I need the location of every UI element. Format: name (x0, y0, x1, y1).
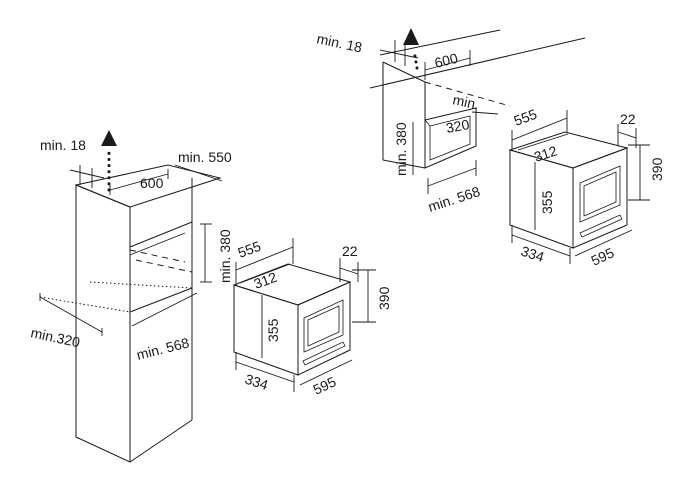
cabinet-top (74, 164, 222, 208)
right-app-side: 334 (519, 243, 546, 266)
left-niche-width: min. 568 (135, 334, 191, 363)
left-app-width: 595 (311, 373, 339, 397)
vent-arrow-icon (101, 130, 117, 146)
right-cabinet-niche (424, 107, 477, 169)
left-app-inner-depth: 312 (252, 269, 280, 292)
left-niche-depth: min.320 (29, 324, 81, 350)
right-app-front: 22 (620, 111, 636, 127)
appliance-top (232, 263, 352, 306)
right-niche-depth: 320 (445, 116, 471, 136)
appliance-front (297, 281, 351, 376)
right-appliance-handle (579, 214, 623, 238)
right-app-inner-depth: 312 (532, 142, 559, 165)
cabinet-front (75, 184, 131, 463)
right-vent-arrow-stem (412, 48, 419, 70)
right-niche-height: min. 380 (393, 122, 409, 176)
appliance-handle (302, 341, 346, 366)
right-wall-cabinet: min. 18 600 min. 320 min. 380 min. 568 (315, 28, 586, 215)
left-appliance: 555 312 22 390 355 334 595 (232, 238, 392, 398)
right-appliance-top (508, 131, 629, 169)
left-app-front: 22 (342, 243, 358, 259)
right-app-height: 390 (649, 157, 665, 181)
left-niche-height: min. 380 (217, 229, 233, 283)
right-vent-arrow-icon (403, 28, 419, 45)
left-tall-cabinet: min. 18 min. 550 600 min. 380 min. 568 m… (29, 130, 233, 463)
left-app-depth: 555 (236, 238, 264, 261)
appliance-side (233, 284, 299, 376)
right-app-inner-height: 355 (539, 190, 555, 214)
right-width: 600 (433, 50, 460, 71)
left-app-inner-height: 355 (265, 318, 281, 342)
right-niche-depth-label: min. (451, 91, 480, 112)
left-app-side: 334 (243, 371, 270, 394)
left-width: 600 (140, 175, 164, 191)
right-min-top-gap: min. 18 (315, 30, 363, 55)
right-appliance-front (572, 147, 628, 249)
right-niche-width: min. 568 (426, 183, 482, 215)
cabinet-niche (129, 221, 193, 313)
left-min-top-gap: min. 18 (40, 137, 86, 153)
right-app-depth: 555 (512, 106, 540, 129)
left-app-height: 390 (376, 286, 392, 310)
right-appliance: 555 312 22 390 355 334 595 (508, 106, 665, 269)
right-appliance-side (509, 149, 574, 249)
left-min-depth: min. 550 (178, 149, 232, 165)
